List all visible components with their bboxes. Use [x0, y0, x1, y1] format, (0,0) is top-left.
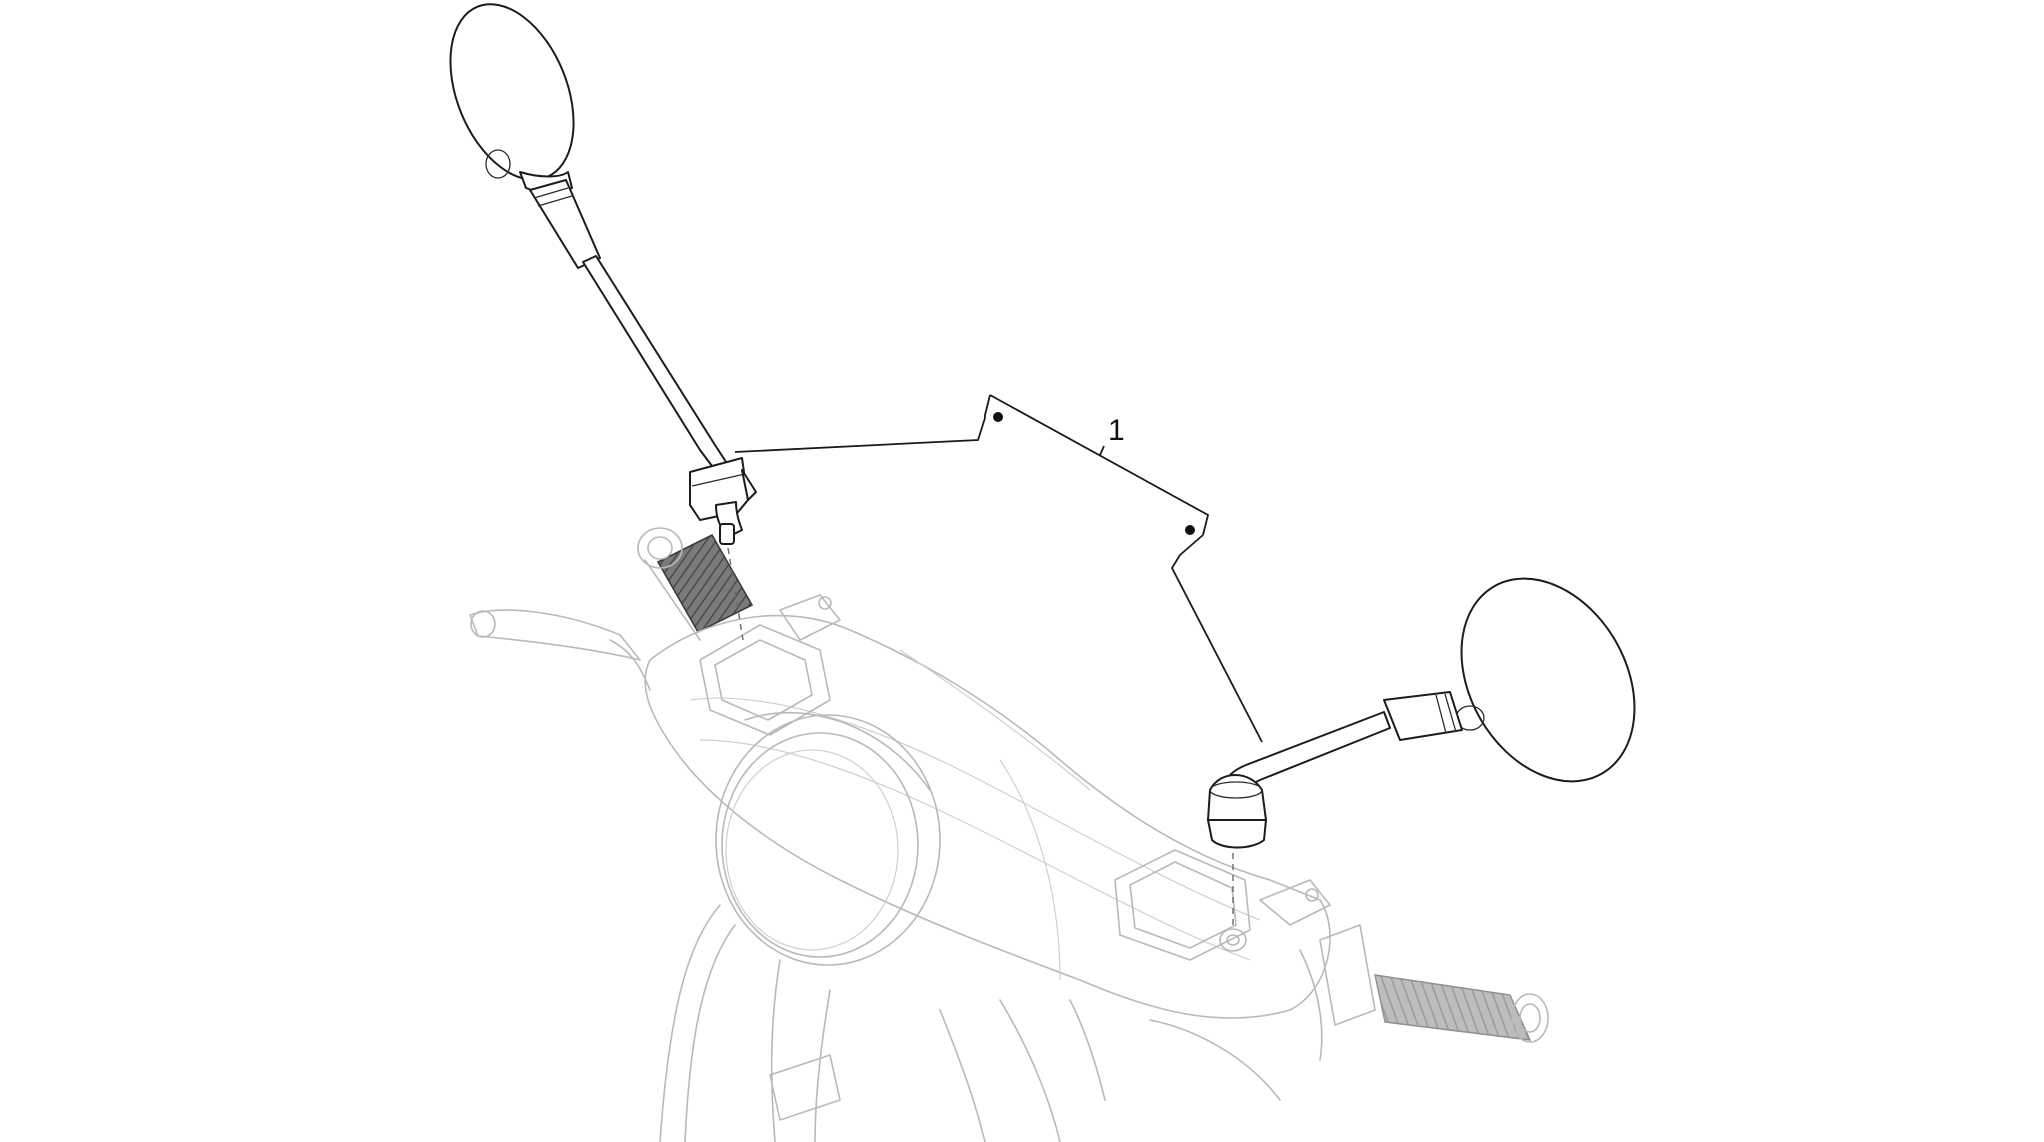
- left-brake-lever: [469, 609, 651, 691]
- callout-label: 1: [1108, 414, 1125, 447]
- front-shield: [659, 904, 1323, 1142]
- left-mount-axis: [727, 547, 744, 641]
- leader-left-mirror: [734, 417, 986, 453]
- right-rear-view-mirror: [1207, 577, 1636, 849]
- left-mirror-glass: [449, 3, 575, 181]
- handlebar-cover: [644, 614, 1331, 1019]
- callout-bracket: [984, 394, 991, 418]
- callout-1: 1: [734, 394, 1263, 743]
- leader-dot-right: [1185, 525, 1195, 535]
- mounting-axes: [727, 547, 1234, 930]
- left-rear-view-mirror: [449, 3, 757, 545]
- left-grip: [637, 527, 754, 641]
- headlight: [715, 711, 941, 966]
- left-mirror-bolt: [719, 523, 735, 545]
- left-switch-housing: [699, 594, 841, 736]
- leader-right-mirror: [1170, 554, 1263, 743]
- right-switch-housing: [1114, 849, 1331, 961]
- scooter-handlebar-ghost: [469, 527, 1549, 1142]
- right-mirror-glass: [1460, 577, 1636, 783]
- leader-dot-left: [993, 412, 1003, 422]
- right-grip: [1319, 924, 1549, 1043]
